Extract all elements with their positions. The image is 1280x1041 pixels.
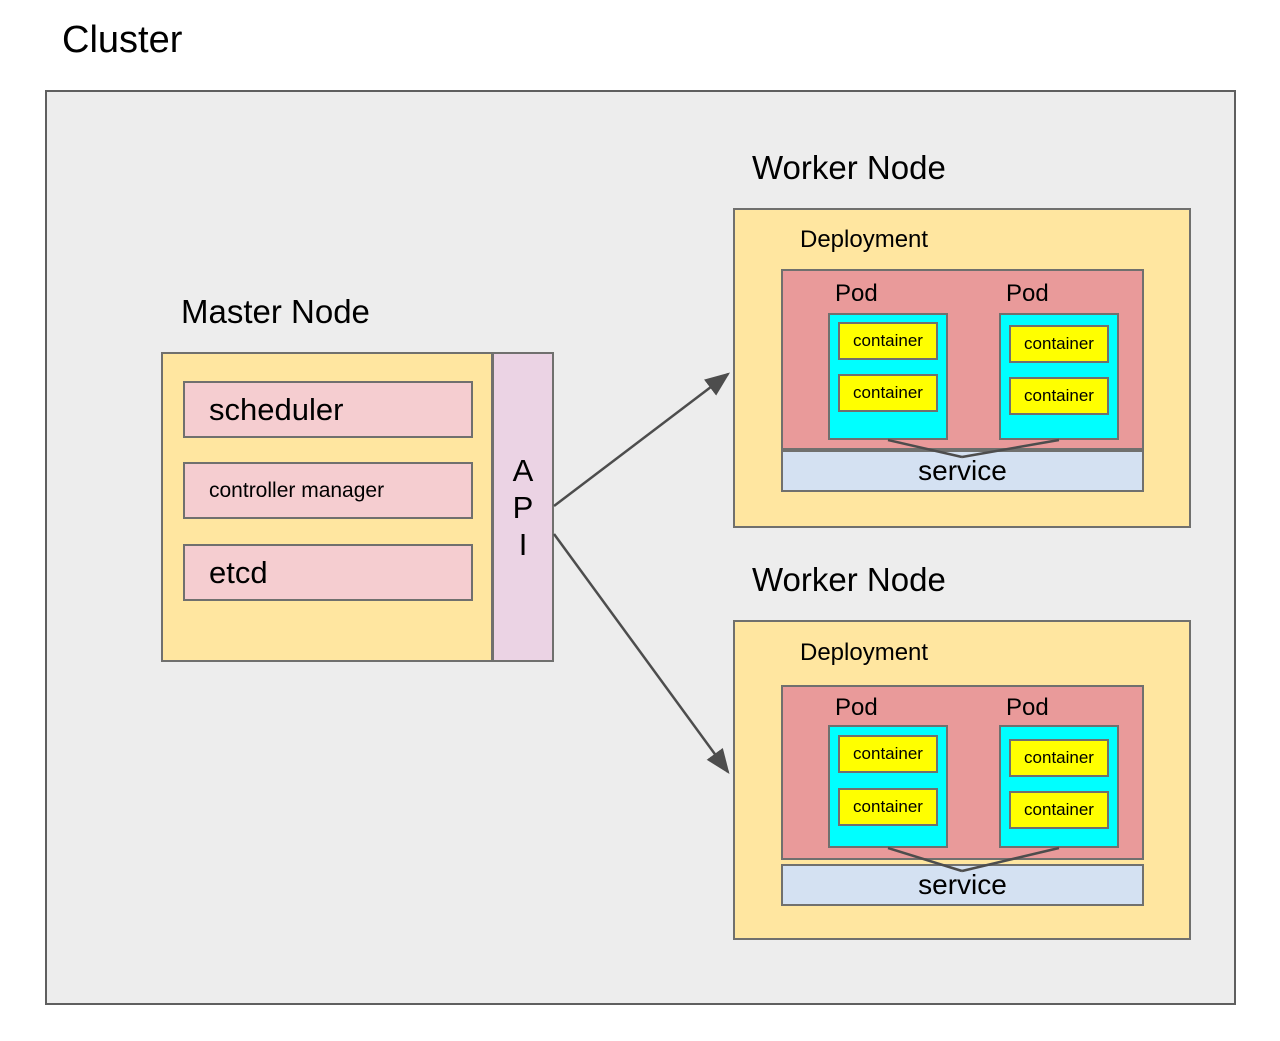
api-letter-i: I <box>518 526 528 562</box>
worker-node-2-pod-1-container-2-label: container <box>853 797 923 816</box>
master-component-etcd-label: etcd <box>209 554 268 590</box>
worker-node-1-pod-1-container-2: container <box>838 374 938 412</box>
worker-node-2-pod-1-container-1: container <box>838 735 938 773</box>
worker-node-2-pod-2-container-1: container <box>1009 739 1109 777</box>
worker-node-1-pod-1-container-2-label: container <box>853 383 923 402</box>
master-node-title: Master Node <box>181 293 370 330</box>
worker-node-1-pod-2-container-1-label: container <box>1024 334 1094 353</box>
worker-node-2-deployment-label: Deployment <box>800 639 929 666</box>
worker-node-2-title: Worker Node <box>752 561 946 598</box>
worker-node-1-pod-1-container-1: container <box>838 322 938 360</box>
worker-node-1-pod-2-label: Pod <box>1006 280 1049 307</box>
worker-node-1-service-label: service <box>918 455 1007 486</box>
master-component-etcd: etcd <box>183 544 473 601</box>
master-component-scheduler: scheduler <box>183 381 473 438</box>
worker-node-2-pod-2-label: Pod <box>1006 694 1049 721</box>
worker-node-1-pod-1-label: Pod <box>835 280 878 307</box>
api-server-box: A P I <box>492 352 554 662</box>
worker-node-1-pod-2-container-1: container <box>1009 325 1109 363</box>
master-component-controller-manager: controller manager <box>183 462 473 519</box>
api-letter-p: P <box>512 489 534 525</box>
worker-node-2-pod-2-container-1-label: container <box>1024 748 1094 767</box>
worker-node-2-pod-2-container-2: container <box>1009 791 1109 829</box>
worker-node-2-pod-1-container-2: container <box>838 788 938 826</box>
worker-node-2-service: service <box>781 864 1144 906</box>
master-component-scheduler-label: scheduler <box>209 391 344 427</box>
worker-node-2-service-label: service <box>918 869 1007 900</box>
worker-node-1-pod-2-container-2: container <box>1009 377 1109 415</box>
worker-node-1-title: Worker Node <box>752 149 946 186</box>
cluster-title: Cluster <box>62 19 183 61</box>
worker-node-1-service: service <box>781 450 1144 492</box>
worker-node-1-pod-1-container-1-label: container <box>853 331 923 350</box>
api-letter-a: A <box>512 452 534 488</box>
worker-node-1-pod-2-container-2-label: container <box>1024 386 1094 405</box>
worker-node-1-deployment-label: Deployment <box>800 226 929 253</box>
master-component-controller-manager-label: controller manager <box>209 478 385 502</box>
worker-node-2-pod-1-label: Pod <box>835 694 878 721</box>
worker-node-2-pod-1-container-1-label: container <box>853 744 923 763</box>
worker-node-2-pod-2-container-2-label: container <box>1024 800 1094 819</box>
